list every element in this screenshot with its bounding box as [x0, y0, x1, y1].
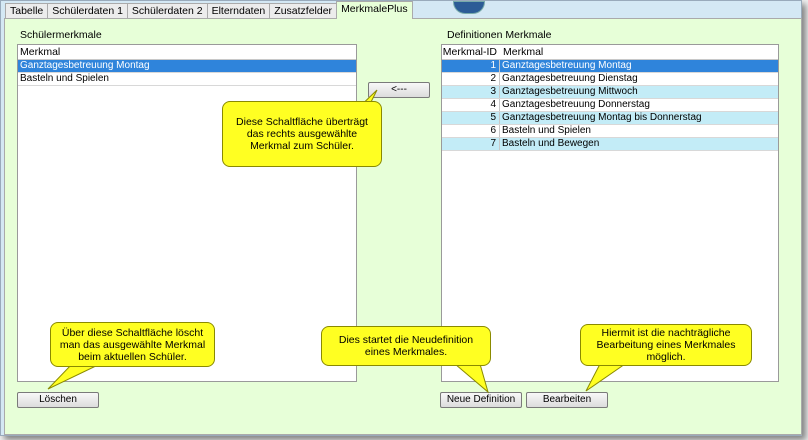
list-item-label: Basteln und Spielen [20, 73, 109, 84]
tab-zusatzfelder[interactable]: Zusatzfelder [269, 3, 338, 19]
delete-callout: Über diese Schaltfläche löscht man das a… [50, 322, 215, 367]
schuelermerkmale-label: Schülermerkmale [20, 29, 102, 41]
name-cell: Basteln und Spielen [502, 125, 591, 136]
merkmal-id-column-header: Merkmal-ID [442, 46, 497, 58]
name-cell: Ganztagesbetreuung Donnerstag [502, 99, 650, 110]
name-cell: Ganztagesbetreuung Dienstag [502, 73, 638, 84]
tab-merkmaleplus[interactable]: MerkmalePlus [336, 1, 413, 19]
id-cell: 3 [442, 86, 500, 98]
name-cell: Ganztagesbetreuung Montag [502, 60, 632, 71]
edit-callout: Hiermit ist die nachträgliche Bearbeitun… [580, 324, 752, 366]
name-cell: Ganztagesbetreuung Montag bis Donnerstag [502, 112, 702, 123]
new-definition-callout-tail [453, 363, 489, 394]
id-cell: 5 [442, 112, 500, 124]
edit-callout-tail [585, 363, 627, 392]
id-cell: 1 [442, 60, 500, 72]
list-item-label: Ganztagesbetreuung Montag [20, 60, 150, 71]
tab-schuelerdaten-2[interactable]: Schülerdaten 2 [126, 3, 208, 19]
list-header[interactable]: Merkmal [18, 45, 356, 60]
tab-schuelerdaten-1[interactable]: Schülerdaten 1 [47, 3, 128, 19]
delete-button[interactable]: Löschen [17, 392, 99, 408]
id-cell: 7 [442, 138, 500, 150]
list-item[interactable]: Ganztagesbetreuung Montag [18, 60, 356, 73]
merkmal-column-header: Merkmal [20, 46, 61, 58]
transfer-button[interactable]: <--- [368, 82, 430, 98]
merkmal-column-header: Merkmal [503, 46, 544, 58]
delete-callout-tail [47, 363, 101, 390]
id-cell: 2 [442, 73, 500, 85]
tab-tabelle[interactable]: Tabelle [5, 3, 49, 19]
id-cell: 4 [442, 99, 500, 111]
tab-elterndaten[interactable]: Elterndaten [206, 3, 271, 19]
list-item[interactable]: Basteln und Spielen [18, 73, 356, 86]
transfer-callout: Diese Schaltfläche überträgt das rechts … [222, 101, 382, 167]
name-cell: Basteln und Bewegen [502, 138, 600, 149]
new-definition-callout: Dies startet die Neudefinition eines Mer… [321, 326, 491, 366]
new-definition-button[interactable]: Neue Definition [440, 392, 522, 408]
edit-button[interactable]: Bearbeiten [526, 392, 608, 408]
id-cell: 6 [442, 125, 500, 137]
list-header[interactable]: Merkmal-ID Merkmal [442, 45, 778, 60]
tab-bar: Tabelle Schülerdaten 1 Schülerdaten 2 El… [5, 1, 413, 20]
definitionen-merkmale-label: Definitionen Merkmale [447, 29, 552, 41]
name-cell: Ganztagesbetreuung Mittwoch [502, 86, 638, 97]
